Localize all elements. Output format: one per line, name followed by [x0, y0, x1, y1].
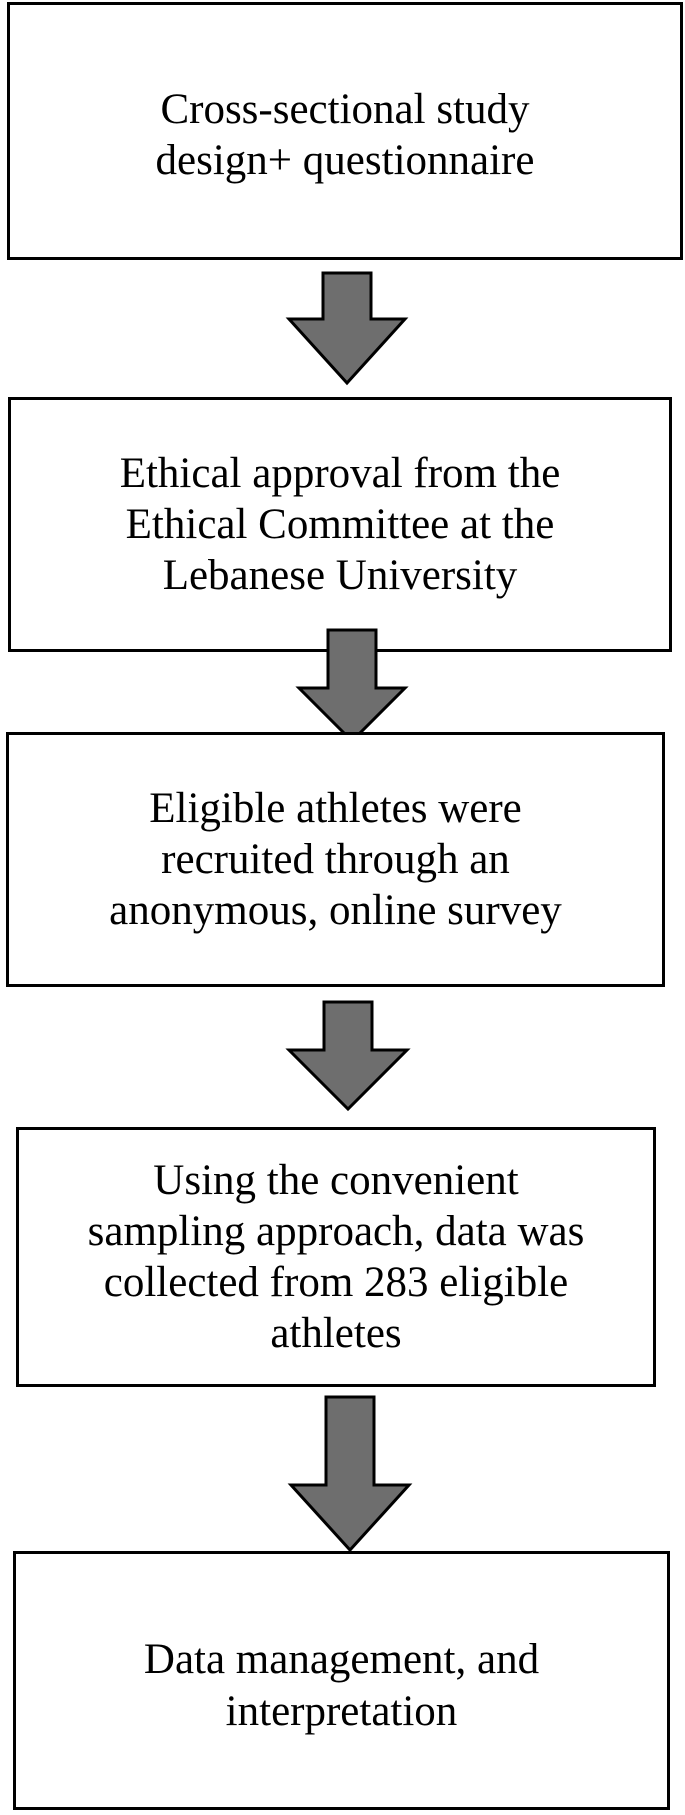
step-box-data-collection: Using the convenient sampling approach, … — [16, 1127, 656, 1387]
step-line: anonymous, online survey — [109, 887, 562, 935]
step-box-study-design: Cross-sectional study design+ questionna… — [7, 2, 683, 260]
step-line: Using the convenient — [153, 1156, 519, 1204]
step-box-ethical-approval: Ethical approval from the Ethical Commit… — [8, 397, 672, 652]
step-line: interpretation — [225, 1687, 458, 1735]
step-line: Cross-sectional study — [160, 85, 530, 133]
down-arrow-icon — [295, 628, 409, 744]
step-box-data-management: Data management, and interpretation — [13, 1551, 670, 1810]
step-line: Data management, and — [143, 1636, 540, 1684]
step-line: athletes — [270, 1310, 402, 1358]
step-line: Ethical approval from the — [119, 449, 561, 497]
step-line: design+ questionnaire — [155, 137, 535, 184]
step-text: Ethical approval from the Ethical Commit… — [120, 448, 561, 601]
step-line: recruited through an — [161, 835, 510, 883]
step-text: Data management, and interpretation — [144, 1624, 539, 1736]
step-text: Cross-sectional study design+ questionna… — [156, 76, 535, 186]
step-line: collected from 283 eligible — [103, 1259, 569, 1306]
step-box-recruitment: Eligible athletes were recruited through… — [6, 732, 665, 987]
down-arrow-icon — [287, 1395, 413, 1553]
step-line: Ethical Committee at the — [125, 500, 555, 548]
step-line: sampling approach, data was — [87, 1207, 585, 1255]
step-line: Lebanese University — [162, 552, 518, 600]
step-line: Eligible athletes were — [149, 784, 522, 832]
down-arrow-icon — [285, 1000, 411, 1112]
down-arrow-icon — [285, 271, 409, 386]
step-text: Using the convenient sampling approach, … — [88, 1155, 585, 1360]
step-text: Eligible athletes were recruited through… — [109, 783, 562, 936]
